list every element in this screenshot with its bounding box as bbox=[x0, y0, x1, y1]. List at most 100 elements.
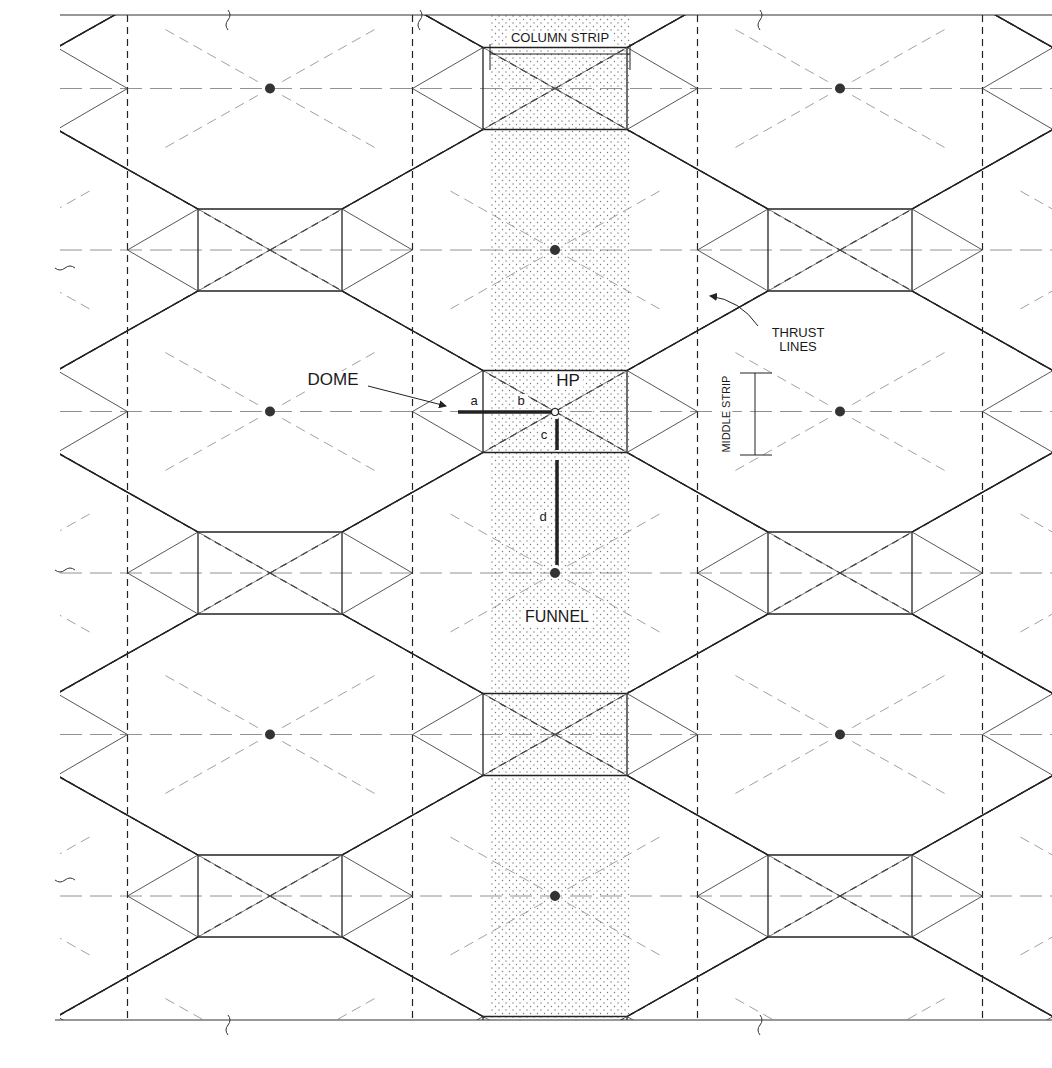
lattice-line bbox=[60, 573, 270, 735]
lattice-line bbox=[840, 896, 1052, 1020]
dimension-letter: d bbox=[536, 510, 549, 524]
lattice-line bbox=[483, 775, 627, 776]
lattice-line bbox=[198, 531, 342, 532]
lattice-line bbox=[342, 130, 483, 210]
lattice-line bbox=[60, 48, 128, 89]
lattice-line bbox=[60, 735, 128, 776]
lattice-line bbox=[198, 209, 342, 291]
lattice-line bbox=[60, 191, 90, 243]
lattice-line bbox=[840, 89, 1052, 251]
lattice-line bbox=[128, 209, 199, 250]
lattice-line bbox=[60, 257, 90, 309]
lattice-line bbox=[840, 412, 1052, 574]
lattice-line bbox=[627, 453, 768, 533]
lattice-line bbox=[698, 532, 769, 573]
lattice-line bbox=[450, 903, 542, 955]
lattice-line bbox=[768, 209, 912, 291]
lattice-line bbox=[567, 903, 659, 955]
centre-dot bbox=[265, 84, 275, 94]
lattice-line bbox=[912, 532, 983, 573]
lattice-line bbox=[840, 15, 1052, 89]
lattice-line bbox=[342, 130, 483, 210]
lattice-line bbox=[60, 15, 270, 89]
lattice-line bbox=[698, 250, 769, 291]
lattice-line bbox=[627, 453, 768, 533]
lattice-line bbox=[555, 896, 840, 1020]
lattice-line bbox=[341, 532, 342, 614]
lattice-line bbox=[282, 353, 374, 405]
lattice-line bbox=[60, 694, 128, 735]
lattice-line bbox=[626, 694, 627, 776]
lattice-line bbox=[483, 48, 627, 130]
lattice-line bbox=[912, 291, 1052, 371]
lattice-line bbox=[627, 371, 698, 412]
lattice-line bbox=[983, 1017, 1052, 1021]
lattice-line bbox=[567, 191, 659, 243]
lattice-line bbox=[911, 532, 912, 614]
lattice-line bbox=[60, 776, 198, 856]
lattice-line bbox=[60, 412, 270, 574]
lattice-line bbox=[198, 532, 342, 614]
lattice-line bbox=[413, 735, 484, 776]
lattice-line bbox=[768, 613, 912, 614]
lattice-line bbox=[450, 837, 542, 889]
lattice-line bbox=[198, 209, 342, 291]
lattice-line bbox=[165, 30, 257, 82]
lattice-line bbox=[413, 694, 484, 735]
lattice-line bbox=[483, 1017, 627, 1021]
lattice-line bbox=[342, 209, 413, 250]
lattice-line bbox=[60, 903, 90, 955]
lattice-line bbox=[342, 855, 413, 896]
lattice-line bbox=[852, 676, 944, 728]
lattice-line bbox=[852, 741, 944, 793]
lattice-line bbox=[627, 89, 698, 130]
lattice-line bbox=[60, 453, 198, 533]
lattice-line bbox=[627, 776, 768, 856]
lattice-line bbox=[342, 453, 483, 533]
lattice-line bbox=[128, 855, 199, 896]
lattice-line bbox=[912, 855, 983, 896]
lattice-line bbox=[1020, 257, 1052, 309]
lattice-line bbox=[342, 573, 413, 614]
lattice-line bbox=[342, 937, 483, 1017]
lattice-line bbox=[342, 15, 483, 48]
lattice-line bbox=[912, 130, 1052, 210]
lattice-line bbox=[60, 614, 198, 694]
lattice-line bbox=[198, 855, 342, 937]
lattice-line bbox=[912, 937, 1052, 1017]
lattice-line bbox=[852, 95, 944, 147]
lattice-line bbox=[482, 694, 483, 776]
lattice-line bbox=[128, 532, 199, 573]
lattice-line bbox=[912, 896, 983, 937]
lattice-line bbox=[282, 95, 374, 147]
centre-dot bbox=[835, 730, 845, 740]
lattice-line bbox=[735, 30, 827, 82]
lattice-line bbox=[413, 48, 484, 89]
lattice-line bbox=[567, 514, 659, 566]
lattice-line bbox=[60, 937, 198, 1017]
lattice-line bbox=[198, 532, 342, 614]
lattice-line bbox=[342, 291, 483, 371]
lattice-line bbox=[128, 573, 199, 614]
lattice-line bbox=[912, 15, 1052, 48]
lattice-line bbox=[483, 1017, 627, 1021]
lattice-line bbox=[165, 999, 257, 1020]
lattice-line bbox=[768, 531, 912, 532]
lattice-line bbox=[60, 735, 270, 897]
lattice-line bbox=[983, 735, 1052, 776]
centre-dot bbox=[835, 84, 845, 94]
lattice-line bbox=[768, 855, 912, 937]
lattice-line bbox=[627, 48, 698, 89]
region-label: FUNNEL bbox=[522, 608, 592, 626]
lattice-line bbox=[698, 896, 769, 937]
lattice-line bbox=[342, 937, 483, 1017]
lattice-line bbox=[627, 15, 768, 48]
lattice-line bbox=[165, 95, 257, 147]
lattice-line bbox=[60, 837, 90, 889]
lattice-line bbox=[282, 418, 374, 470]
lattice-line bbox=[60, 15, 198, 48]
lattice-line bbox=[1020, 837, 1052, 889]
lattice-line bbox=[912, 209, 983, 250]
lattice-line bbox=[840, 573, 1052, 735]
